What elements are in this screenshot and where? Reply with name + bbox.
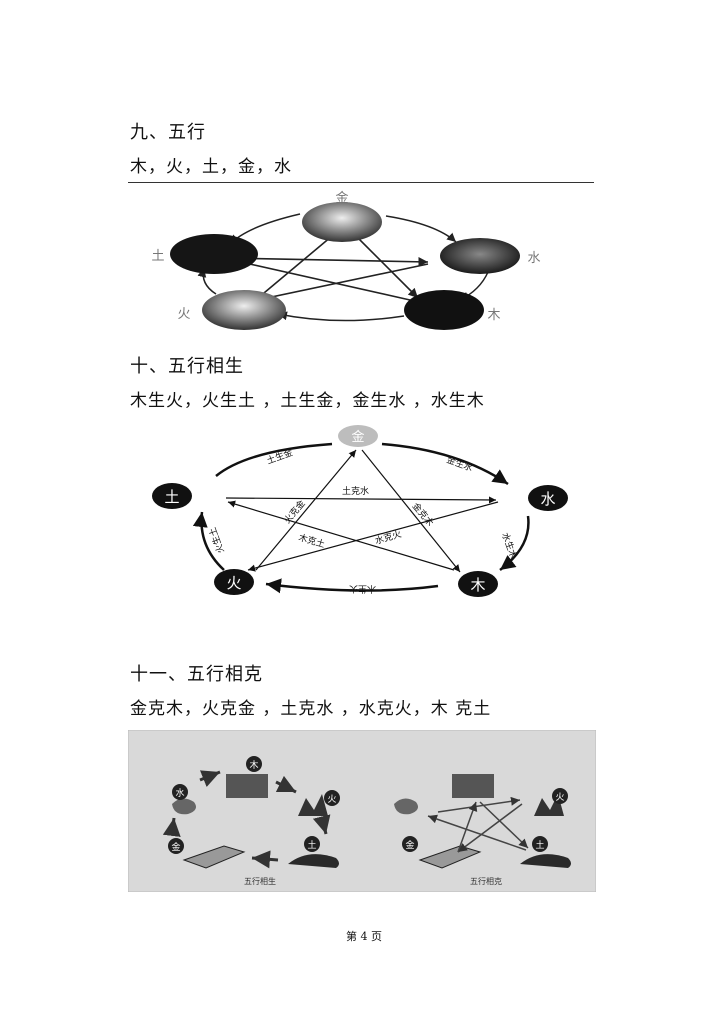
section-10-text: 木生火，火生土 ，土生金，金生水 ，水生木 bbox=[130, 391, 485, 411]
node-tu: 土 bbox=[164, 488, 179, 506]
right-node-tu-circle bbox=[532, 836, 548, 852]
arc-huo-tu bbox=[192, 511, 225, 571]
left-wood-drawing bbox=[226, 774, 268, 798]
right-node-tu: 土 bbox=[535, 839, 544, 851]
node-shui-circle bbox=[528, 485, 568, 511]
left-node-shui: 水 bbox=[175, 787, 184, 799]
node-huo: 火 bbox=[226, 574, 241, 592]
cycle-illustration-photo: 木 火 水 土 金 五行相生 火 土 金 bbox=[128, 730, 596, 892]
left-cycle: 木 火 水 土 金 五行相生 bbox=[162, 756, 340, 886]
arc-label-jin-shui: 金生水 bbox=[445, 454, 474, 475]
left-node-mu-circle bbox=[246, 756, 262, 772]
left-node-tu: 土 bbox=[307, 839, 316, 851]
right-node-jin: 金 bbox=[405, 839, 414, 851]
left-metal-drawing bbox=[182, 845, 246, 869]
right-caption: 五行相克 bbox=[470, 876, 502, 886]
fire-image bbox=[202, 290, 286, 330]
left-earth-drawing bbox=[288, 854, 339, 868]
star-label-tu-shui: 土克水 bbox=[342, 485, 369, 497]
five-elements-cycle-diagram: 金 水 木 火 土 bbox=[151, 190, 541, 330]
section-11-heading: 十一、五行相克 bbox=[130, 664, 263, 685]
divider bbox=[128, 182, 594, 183]
water-image bbox=[440, 238, 520, 274]
section-9-text: 木，火，土，金，水 bbox=[130, 157, 292, 177]
left-node-mu: 木 bbox=[249, 759, 258, 771]
label-tu: 土 bbox=[151, 249, 164, 264]
right-earth-drawing bbox=[520, 854, 571, 868]
arc-mu-huo bbox=[265, 578, 439, 594]
arc-mu-huo bbox=[277, 311, 405, 322]
section-11-text: 金克木，火克金 ，土克水 ，水克火，木 克土 bbox=[130, 699, 492, 719]
left-water-drawing bbox=[172, 798, 196, 815]
arc-shui-mu bbox=[499, 515, 530, 571]
left-node-jin: 金 bbox=[171, 841, 180, 853]
node-mu: 木 bbox=[470, 576, 485, 594]
star-label-shui-huo: 水克火 bbox=[374, 528, 403, 547]
metal-image bbox=[302, 202, 382, 242]
star-line-mu-tu bbox=[231, 257, 411, 301]
right-wood-drawing bbox=[452, 774, 494, 798]
node-jin-circle bbox=[338, 425, 378, 447]
arc-tu-jin bbox=[215, 442, 333, 477]
star-line-shui-huo bbox=[247, 263, 429, 305]
left-caption: 五行相生 bbox=[244, 876, 276, 886]
page-number: 第 4 页 bbox=[346, 930, 382, 943]
left-node-huo: 火 bbox=[327, 794, 336, 805]
section-9-heading: 九、五行 bbox=[130, 122, 206, 143]
node-tu-circle bbox=[152, 483, 192, 509]
label-mu: 木 bbox=[487, 308, 500, 323]
node-mu-circle bbox=[458, 571, 498, 597]
node-huo-circle bbox=[214, 569, 254, 595]
generating-overcoming-diagram: 金 水 木 火 土 土生金 金生水 水生木 木生火 火生土 土克水 火克金 金克… bbox=[152, 425, 568, 597]
left-fire-drawing bbox=[298, 794, 328, 816]
left-node-huo-circle bbox=[324, 790, 340, 806]
arc-jin-shui bbox=[381, 442, 509, 486]
right-node-huo-circle bbox=[552, 788, 568, 804]
arc-label-shui-mu: 水生木 bbox=[499, 531, 520, 560]
left-node-shui-circle bbox=[172, 784, 188, 800]
label-jin: 金 bbox=[335, 190, 348, 206]
star-line-mu-tu bbox=[227, 500, 455, 571]
star-label-mu-tu: 木克土 bbox=[297, 531, 326, 550]
arc-jin-shui bbox=[385, 215, 457, 243]
label-shui: 水 bbox=[527, 251, 540, 266]
star-line-shui-huo bbox=[247, 501, 499, 572]
wood-image bbox=[404, 290, 484, 330]
star-line-jin-mu bbox=[361, 449, 461, 573]
right-node-jin-circle bbox=[402, 836, 418, 852]
star-line-tu-shui bbox=[227, 257, 429, 267]
section-10-heading: 十、五行相生 bbox=[130, 356, 244, 377]
star-line-huo-jin bbox=[255, 449, 357, 571]
arc-label-mu-huo: 木生火 bbox=[349, 583, 376, 595]
left-node-tu-circle bbox=[304, 836, 320, 852]
label-huo: 火 bbox=[177, 307, 190, 322]
right-cycle: 火 土 金 五行相克 bbox=[394, 774, 571, 886]
star-line-tu-shui bbox=[225, 496, 497, 504]
photo-background bbox=[128, 730, 596, 892]
right-water-drawing bbox=[394, 798, 418, 815]
node-jin: 金 bbox=[351, 429, 364, 445]
node-shui: 水 bbox=[540, 490, 555, 508]
right-node-huo: 火 bbox=[555, 792, 564, 803]
left-node-jin-circle bbox=[168, 838, 184, 854]
earth-image bbox=[170, 234, 258, 274]
